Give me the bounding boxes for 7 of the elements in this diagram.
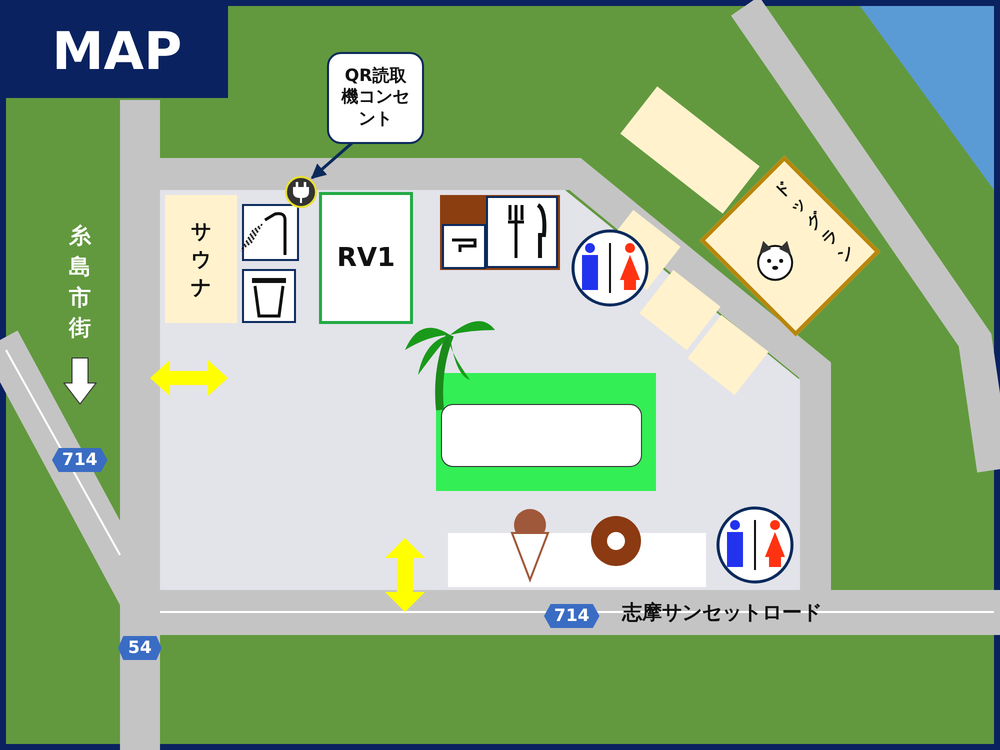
road-name: 志摩サンセットロード <box>622 599 822 626</box>
sauna-label: サウナ <box>190 218 212 301</box>
dog-run-label: ドッグラン <box>768 176 859 268</box>
rv-site-label: RV1 <box>336 243 396 273</box>
callout-text: QR読取機コンセント <box>340 66 410 130</box>
title-banner: MAP <box>6 6 228 98</box>
town-direction-label: 糸島市街 <box>68 223 92 344</box>
